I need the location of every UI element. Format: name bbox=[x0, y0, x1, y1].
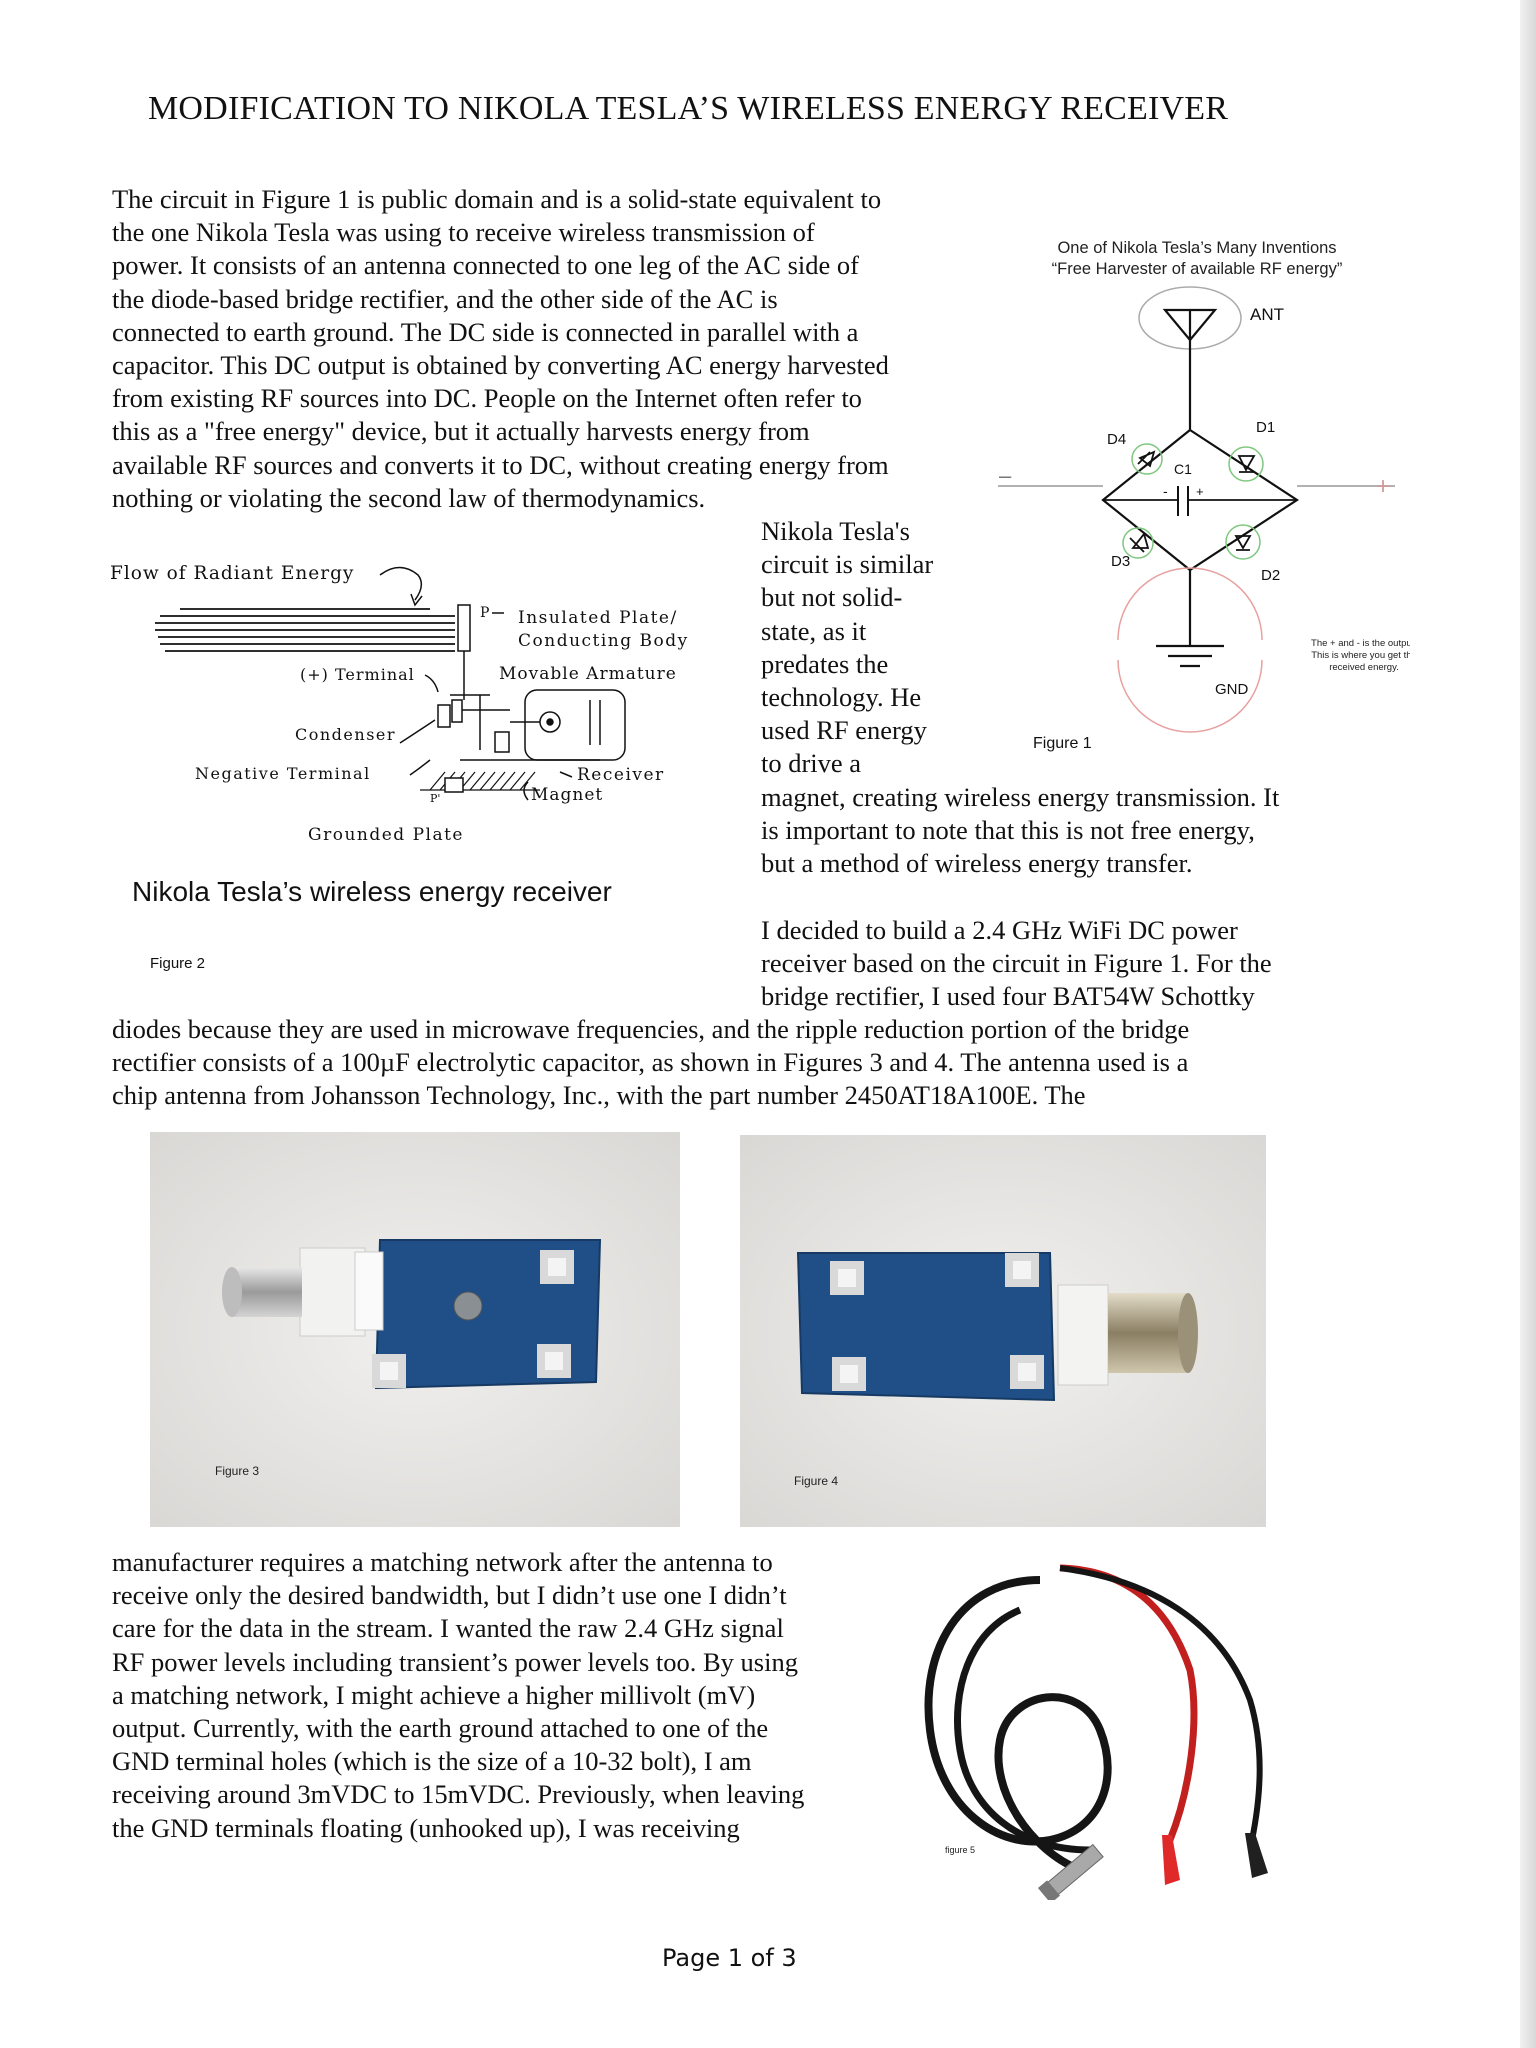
tesla-column-paragraph: Nikola Tesla's circuit is similar but no… bbox=[761, 515, 1279, 880]
text-line: capacitor. This DC output is obtained by… bbox=[112, 350, 889, 381]
text-line: output. Currently, with the earth ground… bbox=[112, 1713, 769, 1744]
text-line: connected to earth ground. The DC side i… bbox=[112, 316, 859, 347]
text-line: receiving around 3mVDC to 15mVDC. Previo… bbox=[112, 1779, 805, 1810]
text-line: The circuit in Figure 1 is public domain… bbox=[112, 184, 882, 214]
text-line: from existing RF sources into DC. People… bbox=[112, 383, 862, 414]
positive-terminal-label: (+) Terminal bbox=[300, 665, 415, 684]
figure-1-schematic: One of Nikola Tesla’s Many Inventions “F… bbox=[998, 239, 1410, 752]
text-line: but a method of wireless energy transfer… bbox=[761, 848, 1193, 879]
apparatus-drawing bbox=[399, 651, 626, 761]
output-minus: – bbox=[999, 463, 1012, 488]
text-line: a matching network, I might achieve a hi… bbox=[112, 1679, 756, 1710]
text-line: the diode-based bridge rectifier, and th… bbox=[112, 283, 778, 314]
figure-5-caption: figure 5 bbox=[945, 1845, 975, 1855]
text-line: magnet, creating wireless energy transmi… bbox=[761, 781, 1280, 812]
text-line: rectifier consists of a 100µF electrolyt… bbox=[112, 1047, 1189, 1078]
capacitor-minus: - bbox=[1163, 483, 1168, 499]
build-paragraph: I decided to build a 2.4 GHz WiFi DC pow… bbox=[761, 914, 1272, 1014]
text-line: used RF energy bbox=[761, 715, 927, 746]
page-edge-shadow bbox=[1520, 0, 1536, 2048]
antenna-icon bbox=[1162, 308, 1218, 342]
ground-hatching bbox=[420, 771, 540, 791]
diode-d3-highlight bbox=[1122, 527, 1154, 559]
text-line: this as a "free energy" device, but it a… bbox=[112, 416, 810, 447]
figure-4-board-illustration: Figure 4 bbox=[740, 1135, 1266, 1527]
text-line: available RF sources and converts it to … bbox=[112, 449, 889, 480]
output-note-line2: This is where you get the bbox=[1311, 650, 1410, 661]
grounded-plate-label: Grounded Plate bbox=[308, 825, 464, 845]
figure-2-title: Nikola Tesla’s wireless energy receiver bbox=[132, 876, 612, 907]
text-line: technology. He bbox=[761, 682, 922, 713]
radiant-energy-lines bbox=[155, 608, 455, 652]
text-line: diodes because they are used in microwav… bbox=[112, 1014, 1190, 1044]
diode-d2-highlight bbox=[1225, 524, 1261, 560]
antenna-label: ANT bbox=[1250, 305, 1284, 324]
text-line: predates the bbox=[761, 648, 889, 679]
diode-d4-label: D4 bbox=[1107, 431, 1126, 448]
diode-d1-label: D1 bbox=[1256, 419, 1275, 436]
page-footer: Page 1 of 3 bbox=[662, 1944, 797, 1972]
text-line: the GND terminals floating (unhooked up)… bbox=[112, 1812, 740, 1843]
bnc-connector-icon bbox=[1037, 1843, 1104, 1900]
capacitor-plus: + bbox=[1196, 484, 1204, 499]
figure-1-caption: Figure 1 bbox=[1033, 735, 1092, 752]
output-note-line3: received energy. bbox=[1329, 662, 1399, 673]
movable-armature-label: Movable Armature bbox=[499, 664, 677, 684]
intro-paragraph: The circuit in Figure 1 is public domain… bbox=[112, 183, 889, 515]
text-line: GND terminal holes (which is the size of… bbox=[112, 1746, 752, 1777]
figure-5-cable-illustration: figure 5 bbox=[924, 1564, 1268, 1900]
diode-d2-label: D2 bbox=[1261, 567, 1280, 584]
full-width-paragraph: diodes because they are used in microwav… bbox=[112, 1013, 1189, 1113]
text-line: circuit is similar bbox=[761, 549, 934, 580]
output-plus: + bbox=[1376, 473, 1390, 500]
figure-2-drawing: Flow of Radiant Energy P Insulated Plate… bbox=[110, 563, 689, 972]
text-line: receiver based on the circuit in Figure … bbox=[761, 948, 1272, 979]
text-line: care for the data in the stream. I wante… bbox=[112, 1613, 784, 1644]
text-line: Nikola Tesla's bbox=[761, 516, 910, 546]
bottom-paragraph: manufacturer requires a matching network… bbox=[112, 1546, 804, 1845]
magnet-label: Magnet bbox=[531, 785, 603, 805]
text-line: is important to note that this is not fr… bbox=[761, 814, 1255, 845]
text-line: chip antenna from Johansson Technology, … bbox=[112, 1080, 1086, 1111]
diode-d4-highlight bbox=[1131, 443, 1163, 475]
figure-3-photo: Figure 3 bbox=[150, 1132, 680, 1527]
text-line: but not solid- bbox=[761, 582, 903, 613]
text-line: manufacturer requires a matching network… bbox=[112, 1547, 773, 1577]
flow-label: Flow of Radiant Energy bbox=[110, 563, 354, 584]
plate-p-label: P bbox=[480, 605, 489, 621]
figure-1-header-line2: “Free Harvester of available RF energy” bbox=[1052, 260, 1343, 278]
capacitor-c1-label: C1 bbox=[1174, 461, 1192, 477]
plate-p-prime-label: P' bbox=[430, 792, 440, 805]
insulated-plate-label: Insulated Plate/ bbox=[518, 608, 678, 628]
text-line: receive only the desired bandwidth, but … bbox=[112, 1580, 787, 1611]
text-line: power. It consists of an antenna connect… bbox=[112, 250, 859, 281]
figure-2-caption: Figure 2 bbox=[150, 955, 205, 972]
receiver-label: Receiver bbox=[577, 765, 665, 785]
conducting-body-label: Conducting Body bbox=[518, 631, 689, 651]
diode-d3-label: D3 bbox=[1111, 553, 1130, 570]
text-line: state, as it bbox=[761, 615, 867, 646]
diode-d1-highlight bbox=[1228, 446, 1264, 482]
figure-1-header-line1: One of Nikola Tesla’s Many Inventions bbox=[1057, 239, 1336, 257]
ground-label: GND bbox=[1215, 681, 1249, 698]
text-line: to drive a bbox=[761, 748, 862, 779]
condenser-label: Condenser bbox=[295, 725, 396, 744]
text-line: I decided to build a 2.4 GHz WiFi DC pow… bbox=[761, 915, 1238, 945]
figure-4-photo: Figure 4 bbox=[740, 1135, 1266, 1527]
text-line: RF power levels including transient’s po… bbox=[112, 1646, 798, 1677]
output-note-line1: The + and - is the output. bbox=[1311, 638, 1410, 649]
figure-3-caption: Figure 3 bbox=[215, 1464, 259, 1478]
ground-icon bbox=[1156, 644, 1224, 668]
text-line: nothing or violating the second law of t… bbox=[112, 482, 706, 513]
page-title: MODIFICATION TO NIKOLA TESLA’S WIRELESS … bbox=[148, 90, 1229, 127]
text-line: bridge rectifier, I used four BAT54W Sch… bbox=[761, 981, 1255, 1012]
figure-4-caption: Figure 4 bbox=[794, 1474, 838, 1488]
negative-terminal-label: Negative Terminal bbox=[195, 764, 371, 783]
text-line: the one Nikola Tesla was using to receiv… bbox=[112, 217, 815, 248]
figure-3-board-illustration: Figure 3 bbox=[150, 1132, 680, 1527]
